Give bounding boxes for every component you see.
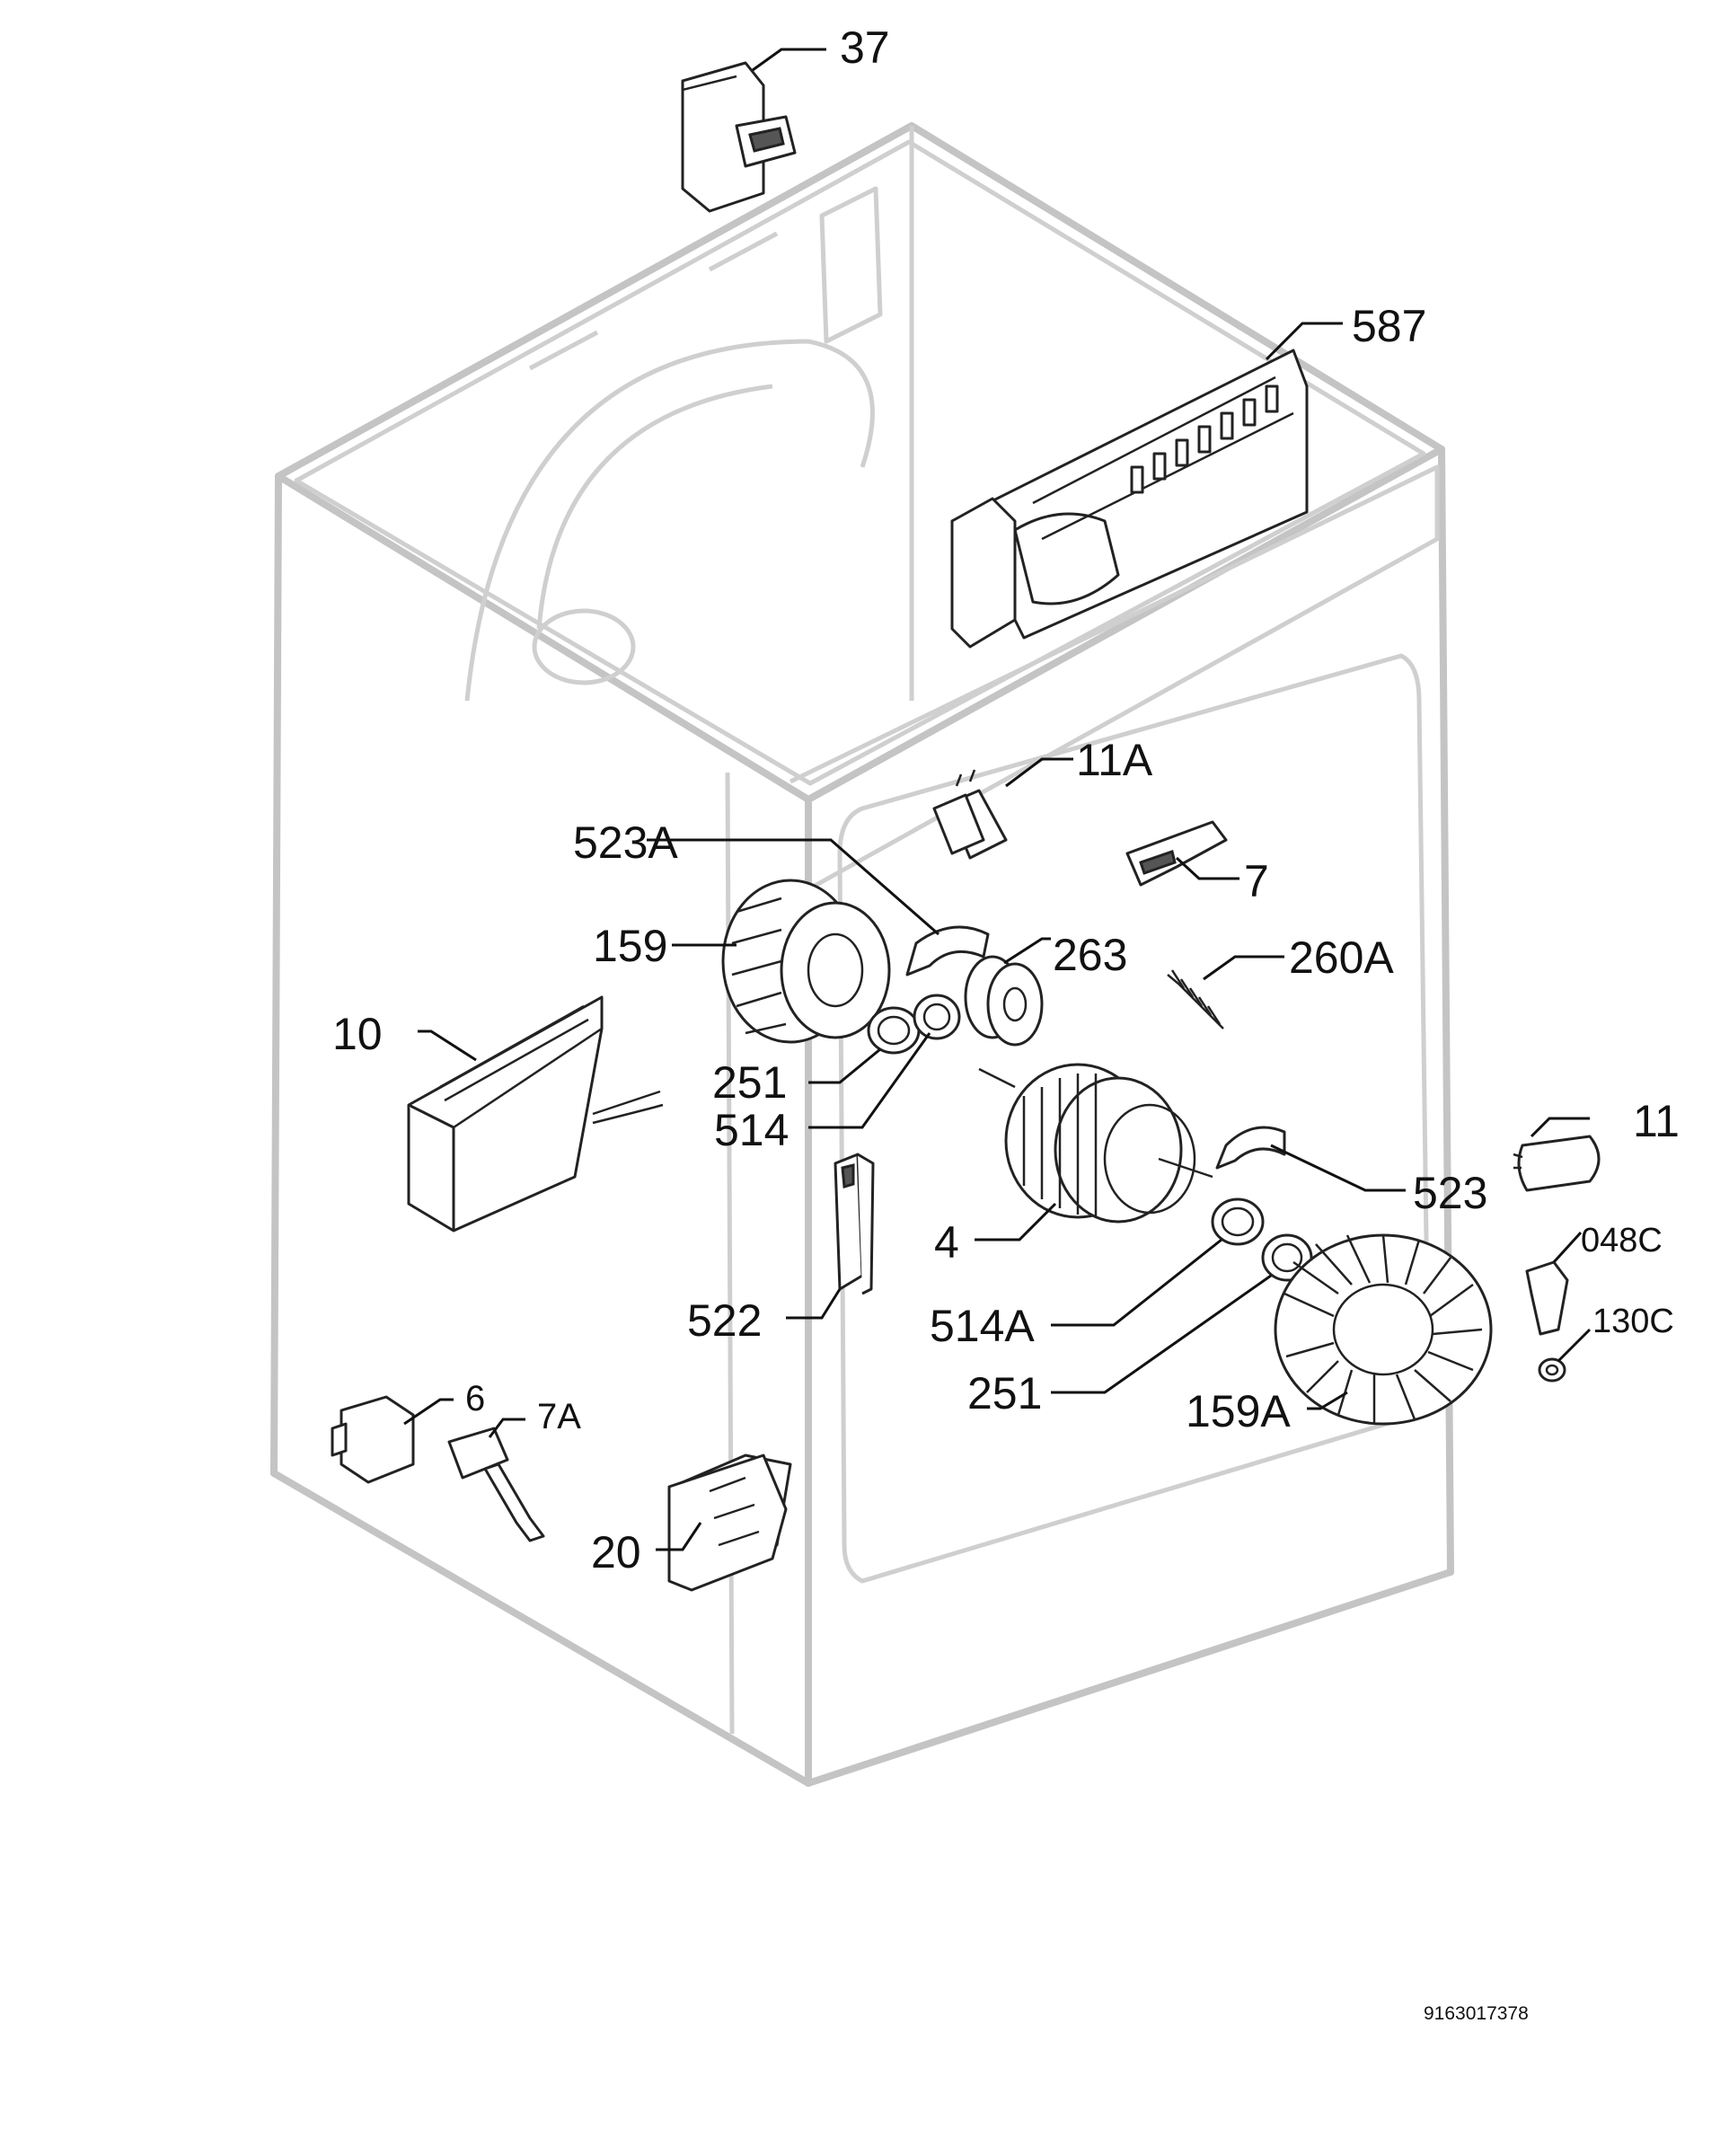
part-4-illustration — [978, 1063, 1213, 1224]
part-587-illustration — [950, 349, 1309, 649]
part-label-587: 587 — [1352, 301, 1426, 351]
part-label-4: 4 — [934, 1217, 959, 1268]
ring-parts-illustration — [867, 994, 1313, 1282]
part-37-illustration — [681, 61, 797, 213]
part-label-514: 514 — [714, 1105, 789, 1155]
part-label-11A: 11A — [1076, 735, 1153, 785]
part-label-522: 522 — [687, 1295, 762, 1346]
part-label-159A: 159A — [1186, 1386, 1291, 1436]
dryer-cabinet-outline — [270, 122, 1454, 1787]
part-048C-illustration — [1525, 1260, 1569, 1336]
part-label-37: 37 — [840, 22, 890, 73]
part-label-7A: 7A — [537, 1397, 581, 1436]
part-6-illustration — [331, 1395, 415, 1484]
part-260A-illustration — [1167, 969, 1224, 1029]
part-label-251-upper: 251 — [712, 1057, 787, 1108]
part-label-11: 11 — [1633, 1096, 1680, 1146]
part-label-260A: 260A — [1289, 932, 1394, 983]
part-label-523: 523 — [1413, 1168, 1487, 1218]
part-label-6: 6 — [465, 1379, 485, 1418]
part-label-10: 10 — [332, 1009, 383, 1059]
part-label-048C: 048C — [1581, 1222, 1663, 1259]
part-11A-illustration — [932, 769, 1008, 860]
part-130C-illustration — [1538, 1357, 1566, 1383]
part-label-20: 20 — [591, 1527, 641, 1577]
part-label-263: 263 — [1053, 930, 1127, 980]
part-10-illustration — [407, 995, 664, 1233]
leader-lines — [403, 48, 1592, 1551]
part-7-illustration — [1125, 820, 1228, 887]
part-11-illustration — [1513, 1135, 1601, 1192]
part-label-130C: 130C — [1592, 1303, 1674, 1340]
part-label-159: 159 — [593, 921, 667, 971]
document-number: 9163017378 — [1424, 2003, 1529, 2024]
part-label-7: 7 — [1244, 856, 1269, 906]
part-523A-illustration — [905, 925, 990, 976]
part-20-illustration — [667, 1454, 792, 1592]
part-7A-illustration — [447, 1427, 545, 1542]
part-159A-illustration — [1274, 1233, 1493, 1426]
part-labels: 37 587 11A 523A 7 159 263 260A 10 251 51… — [332, 22, 1680, 2024]
part-263-illustration — [964, 955, 1044, 1047]
part-label-523A: 523A — [573, 817, 678, 868]
part-523-illustration — [1215, 1126, 1286, 1170]
part-522-illustration — [834, 1153, 875, 1295]
part-label-514A: 514A — [930, 1301, 1035, 1351]
part-label-251-lower: 251 — [967, 1368, 1042, 1418]
part-159-illustration — [721, 879, 891, 1044]
